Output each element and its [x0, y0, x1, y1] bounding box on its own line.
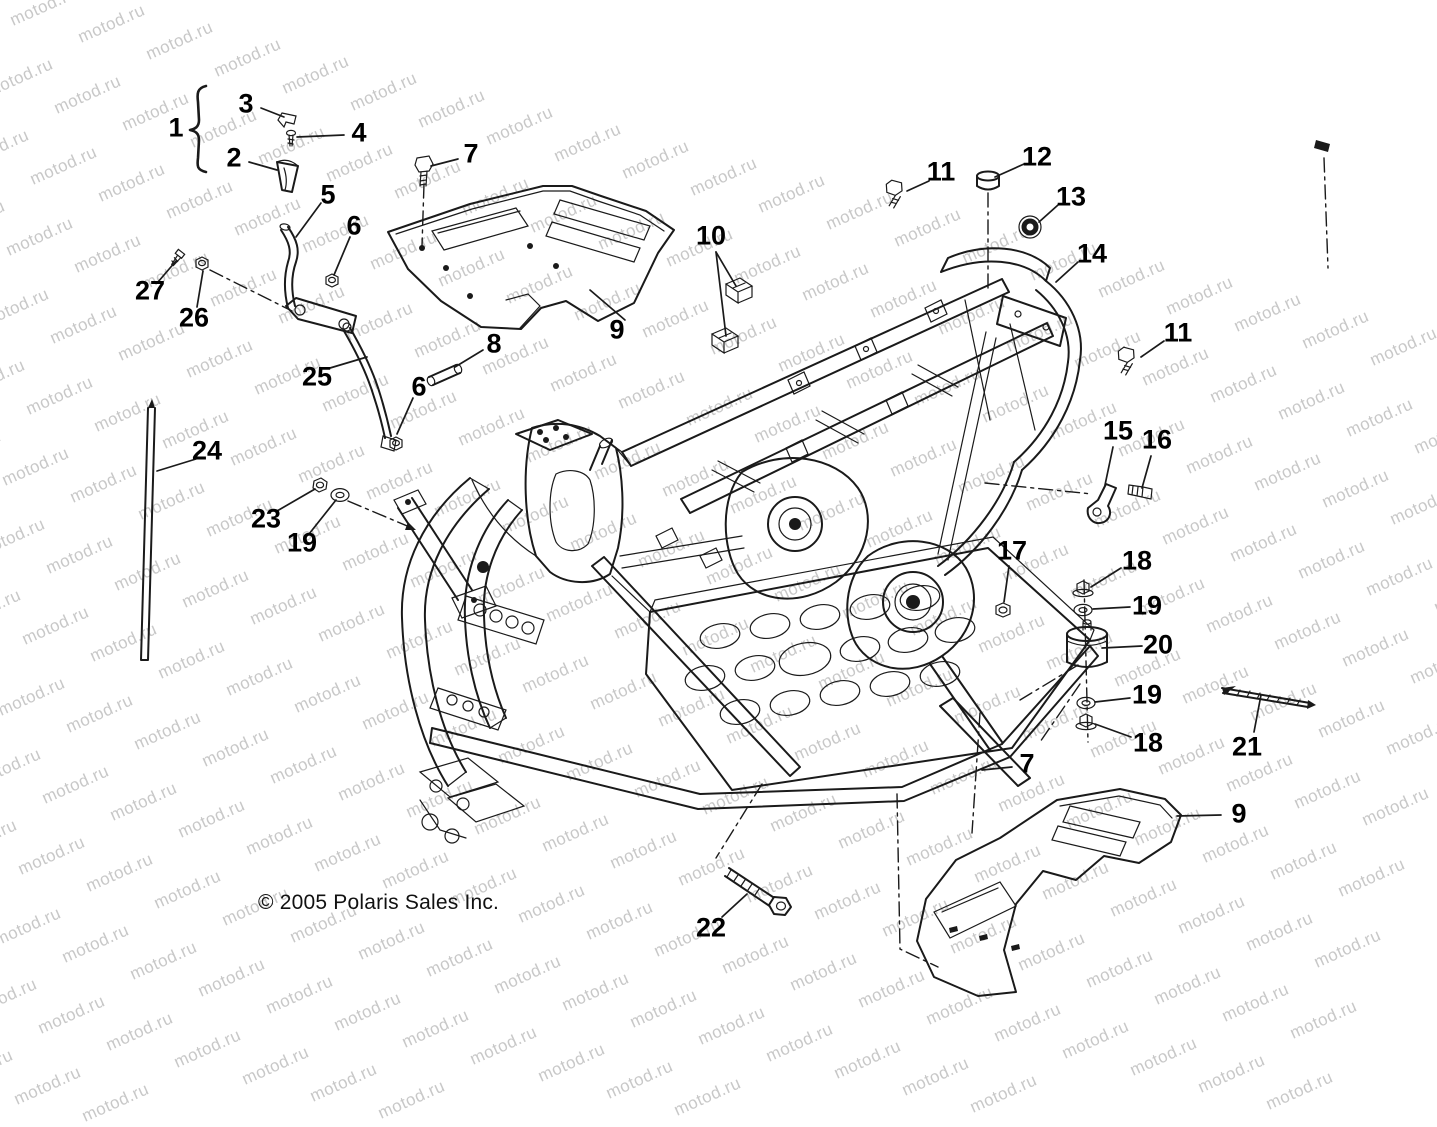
leader-line: [397, 398, 413, 434]
washer-part-19b: [1077, 697, 1095, 708]
steering-tower: [516, 420, 622, 582]
shift-linkage-parts: [168, 113, 402, 451]
screw-part-27: [168, 249, 184, 267]
rod-part-25: [343, 323, 396, 451]
rear-rack-mount: [941, 248, 1081, 470]
centerline: [1324, 158, 1328, 268]
watermark-text: motod.ru: [375, 1076, 448, 1123]
main-frame: [394, 248, 1098, 843]
watermark-text: motod.ru: [671, 1073, 744, 1120]
leader-line: [261, 108, 284, 117]
leader-line: [1095, 724, 1131, 737]
leader-line: [249, 162, 277, 170]
leader-line: [1004, 566, 1009, 602]
leader-line: [1091, 568, 1121, 587]
centerline: [422, 184, 424, 246]
front-rack-plate: [388, 186, 674, 329]
washer-part-19-left: [331, 489, 349, 502]
pin-part-8: [426, 363, 463, 387]
rod-part-24: [141, 399, 155, 660]
leader-line: [716, 252, 726, 336]
nut-part-6b: [390, 437, 402, 450]
copyright-text: © 2005 Polaris Sales Inc.: [258, 891, 499, 915]
leader-line: [309, 500, 336, 534]
leader-line: [455, 350, 483, 367]
leader-line: [296, 203, 321, 237]
bolt-part-11b: [1110, 344, 1138, 375]
nut-part-17: [996, 603, 1010, 617]
bolt-part-22: [725, 868, 791, 915]
parts-diagram-page: { "page": {"width":1437, "height":1078, …: [0, 0, 1437, 1078]
leader-line: [1141, 341, 1164, 357]
leader-line: [907, 181, 929, 191]
centerline: [210, 270, 292, 311]
nut-part-26: [196, 257, 208, 270]
leader-lines-layer: [157, 108, 1328, 967]
leader-line: [157, 459, 196, 471]
tube-part-5: [279, 223, 297, 308]
leader-line: [277, 489, 315, 511]
leader-line: [431, 159, 458, 166]
cap-part-12: [977, 172, 999, 190]
screw-part-16: [1128, 485, 1152, 499]
leader-line: [1254, 695, 1261, 732]
leader-line: [1105, 447, 1113, 485]
leader-line: [1095, 698, 1130, 702]
centerline: [1020, 665, 1078, 700]
flange-nut-part-18a: [1073, 581, 1093, 597]
leader-line: [197, 271, 203, 307]
rod-part-21: [1222, 686, 1316, 709]
grommet-part-13: [1019, 216, 1041, 238]
edge-cap: [1314, 140, 1330, 152]
leader-line: [334, 237, 350, 275]
floor-pan: [646, 537, 1094, 790]
leader-line: [1093, 607, 1130, 609]
leader-line: [1142, 456, 1151, 488]
leader-line: [995, 164, 1024, 177]
watermark-text: motod.ru: [79, 1079, 152, 1126]
skid-plate: [917, 789, 1181, 996]
screw-part-4: [287, 130, 296, 146]
washer-part-19a: [1074, 604, 1092, 615]
bolt-part-7: [415, 156, 433, 186]
centerline: [716, 784, 762, 858]
centerline: [1040, 684, 1080, 742]
frame-art: [0, 0, 1437, 1078]
nut-part-6a: [326, 274, 338, 287]
group-bracket: [190, 86, 206, 172]
pivot-plate-left: [726, 458, 868, 599]
shift-arm: [286, 298, 356, 333]
boot-part-2: [277, 160, 298, 192]
leader-line: [1039, 205, 1058, 222]
leader-line: [158, 261, 176, 282]
flange-nut-part-18b: [1076, 714, 1096, 730]
clamp-part-15: [1088, 484, 1116, 523]
leader-line: [297, 135, 344, 137]
leader-line: [1177, 815, 1221, 816]
clamp-part-10a: [726, 278, 752, 303]
leader-line: [1056, 262, 1078, 282]
leader-line: [722, 894, 747, 917]
bolt-part-11a: [878, 177, 906, 208]
